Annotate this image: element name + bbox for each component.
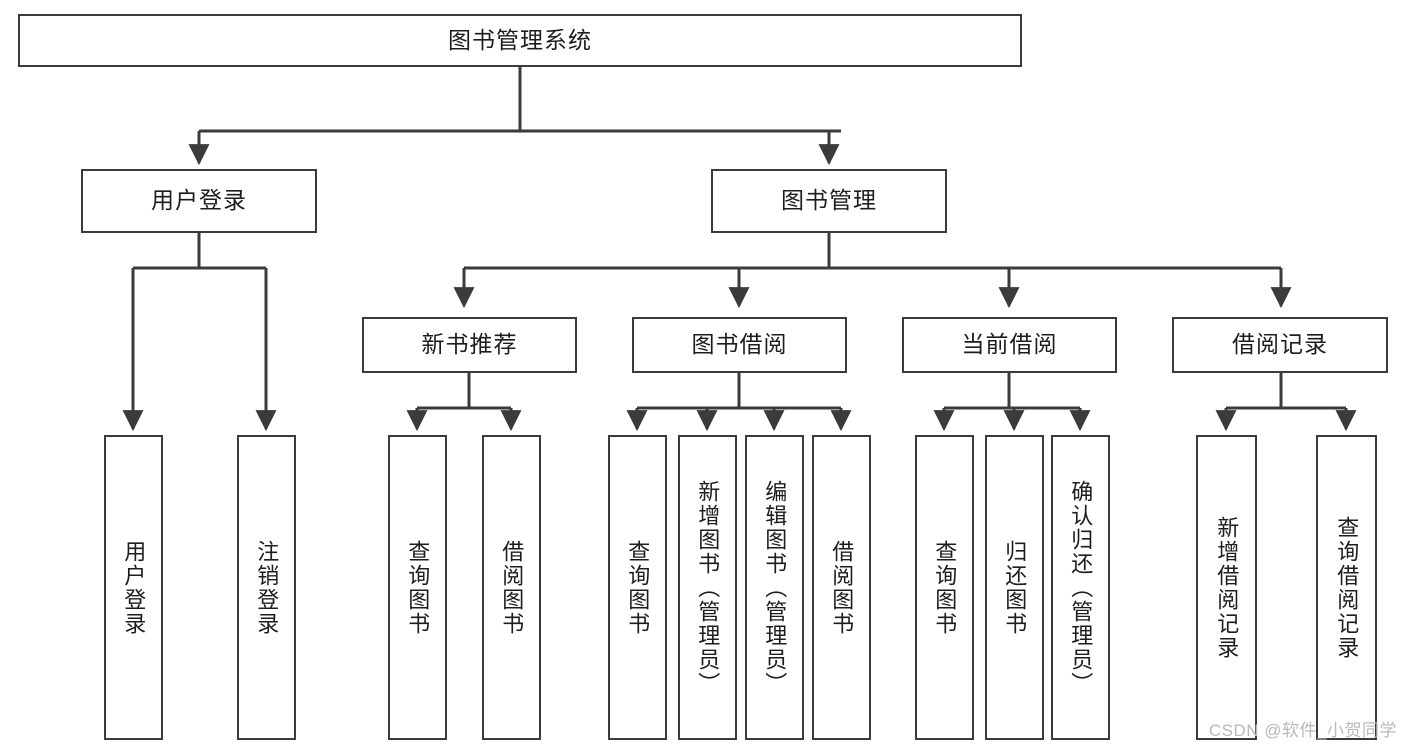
node-leaf-borrow-book-1-label: 借阅图书 xyxy=(499,539,525,636)
node-book-borrow-label: 图书借阅 xyxy=(691,331,788,358)
node-current-borrow[interactable]: 当前借阅 xyxy=(902,317,1117,373)
node-new-book-recommend-label: 新书推荐 xyxy=(421,331,518,358)
node-book-borrow[interactable]: 图书借阅 xyxy=(632,317,847,373)
node-leaf-add-record-label: 新增借阅记录 xyxy=(1214,515,1240,660)
node-leaf-query-record[interactable]: 查询借阅记录 xyxy=(1316,435,1377,740)
node-leaf-borrow-book-1[interactable]: 借阅图书 xyxy=(482,435,541,740)
node-leaf-borrow-book-2[interactable]: 借阅图书 xyxy=(812,435,871,740)
node-leaf-query-record-label: 查询借阅记录 xyxy=(1334,515,1360,660)
node-leaf-return-book[interactable]: 归还图书 xyxy=(985,435,1044,740)
node-book-management[interactable]: 图书管理 xyxy=(711,169,947,233)
node-leaf-edit-book-label: 编辑图书（管理员） xyxy=(762,479,788,696)
node-leaf-query-book-3[interactable]: 查询图书 xyxy=(915,435,974,740)
node-borrow-record[interactable]: 借阅记录 xyxy=(1172,317,1388,373)
node-leaf-confirm-return[interactable]: 确认归还（管理员） xyxy=(1051,435,1110,740)
node-leaf-query-book-2[interactable]: 查询图书 xyxy=(608,435,667,740)
node-leaf-query-book-1[interactable]: 查询图书 xyxy=(388,435,447,740)
node-leaf-confirm-return-label: 确认归还（管理员） xyxy=(1068,479,1094,696)
node-leaf-query-book-3-label: 查询图书 xyxy=(932,539,958,636)
node-leaf-logout-label: 注销登录 xyxy=(254,539,280,636)
node-leaf-add-book[interactable]: 新增图书（管理员） xyxy=(678,435,737,740)
node-leaf-query-book-1-label: 查询图书 xyxy=(405,539,431,636)
node-current-borrow-label: 当前借阅 xyxy=(961,331,1058,358)
node-leaf-user-login[interactable]: 用户登录 xyxy=(104,435,163,740)
node-user-login-label: 用户登录 xyxy=(151,187,247,214)
watermark: CSDN @软件_小贺同学 xyxy=(1208,721,1397,740)
node-root-label: 图书管理系统 xyxy=(448,26,592,53)
node-leaf-query-book-2-label: 查询图书 xyxy=(625,539,651,636)
node-root[interactable]: 图书管理系统 xyxy=(18,14,1022,67)
node-leaf-return-book-label: 归还图书 xyxy=(1002,539,1028,636)
node-leaf-user-login-label: 用户登录 xyxy=(121,539,147,636)
node-leaf-edit-book[interactable]: 编辑图书（管理员） xyxy=(745,435,804,740)
node-leaf-borrow-book-2-label: 借阅图书 xyxy=(829,539,855,636)
node-leaf-add-book-label: 新增图书（管理员） xyxy=(695,479,721,696)
node-leaf-logout[interactable]: 注销登录 xyxy=(237,435,296,740)
node-leaf-add-record[interactable]: 新增借阅记录 xyxy=(1196,435,1257,740)
node-new-book-recommend[interactable]: 新书推荐 xyxy=(362,317,577,373)
node-user-login[interactable]: 用户登录 xyxy=(81,169,317,233)
node-book-management-label: 图书管理 xyxy=(781,187,877,214)
node-borrow-record-label: 借阅记录 xyxy=(1232,331,1328,358)
